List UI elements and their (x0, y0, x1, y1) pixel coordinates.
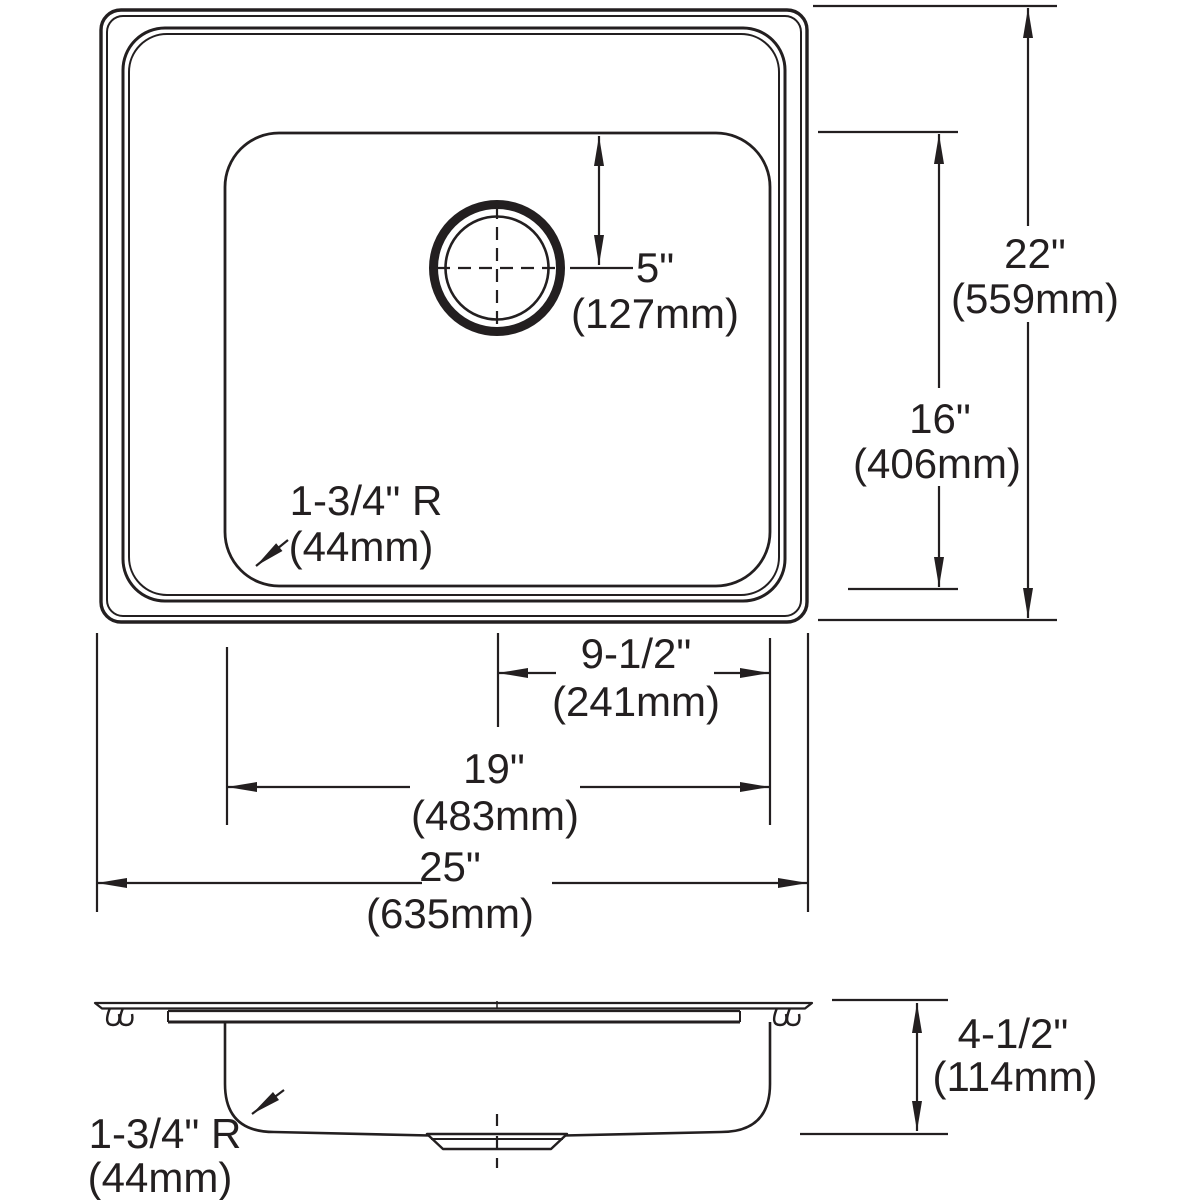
label-radius-top-mm: (44mm) (289, 523, 434, 570)
side-view (93, 1001, 814, 1168)
bowl-profile-right (563, 1022, 772, 1137)
label-114mm: (114mm) (933, 1053, 1098, 1100)
dim-overall-front-to-back: 22" (559mm) (813, 4, 1119, 622)
top-view (99, 8, 809, 624)
dim-bowl-depth: 4-1/2" (114mm) (800, 998, 1098, 1136)
rim-outer-edge (99, 8, 809, 624)
label-22in: 22" (1004, 230, 1066, 277)
bowl-outline (223, 131, 772, 588)
dim-overall-width: 25" (635mm) (97, 843, 808, 937)
deck-lip-inner-edge (128, 33, 780, 596)
label-559mm: (559mm) (951, 275, 1119, 322)
label-5in: 5" (636, 244, 674, 291)
label-19in: 19" (463, 745, 525, 792)
rim-inner-edge (106, 15, 802, 617)
dim-bowl-front-to-back: 16" (406mm) (818, 130, 1021, 591)
dim-corner-radius-top: 1-3/4" R (44mm) (255, 477, 443, 570)
label-483mm: (483mm) (411, 792, 579, 839)
label-radius-top-in: 1-3/4" R (290, 477, 443, 524)
drain-hole-outer-ring (429, 200, 565, 336)
bottom-extension-lines (95, 633, 810, 912)
label-radius-side-in: 1-3/4" R (89, 1110, 242, 1157)
mounting-clip-right (772, 1007, 801, 1027)
drain-recess-profile (425, 1132, 569, 1151)
bowl-profile-left (223, 1022, 431, 1137)
radius-leader-arrow-top (255, 539, 289, 567)
radius-leader-arrow-side (251, 1089, 285, 1115)
label-4-5in: 4-1/2" (958, 1010, 1069, 1057)
label-16in: 16" (909, 395, 971, 442)
label-241mm: (241mm) (552, 678, 720, 725)
rim-profile (93, 1001, 814, 1010)
label-406mm: (406mm) (853, 440, 1021, 487)
label-9-5in: 9-1/2" (581, 630, 692, 677)
label-635mm: (635mm) (366, 890, 534, 937)
label-25in: 25" (419, 843, 481, 890)
dim-drain-to-edge: 9-1/2" (241mm) (498, 630, 770, 725)
deck-lip-outer-edge (121, 26, 787, 603)
dim-faucet-offset: 5" (127mm) (570, 136, 739, 337)
label-radius-side-mm: (44mm) (88, 1154, 233, 1200)
label-127mm: (127mm) (571, 290, 739, 337)
mounting-clip-left (105, 1007, 134, 1027)
dim-corner-radius-side: 1-3/4" R (44mm) (88, 1089, 285, 1200)
dim-bowl-width: 19" (483mm) (227, 745, 770, 839)
